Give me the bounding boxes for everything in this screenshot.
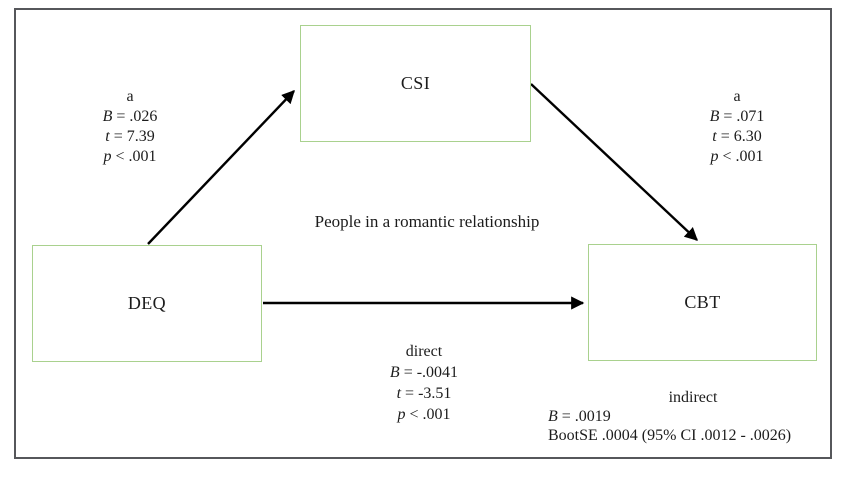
stat-value: = 6.30 [716,128,762,145]
bootstrap-ci-line: BootSE .0004 (95% CI .0012 - .0026) [548,427,792,444]
stat-line: B = .0019 [548,407,838,426]
stat-line: p < .001 [60,147,200,167]
path-label: indirect [668,389,718,406]
stat-line: t = -3.51 [354,383,494,404]
predictor-label: DEQ [127,293,167,313]
stat-symbol: B [102,108,113,125]
stat-line: t = 7.39 [60,127,200,147]
indirect-effect-stats: indirect B = .0019 BootSE .0004 (95% CI … [548,388,838,445]
stat-symbol: t [396,385,402,402]
stat-symbol: p [397,406,406,423]
mediator-label: CSI [400,73,431,93]
path-a-left-stats: a B = .026 t = 7.39 p < .001 [60,87,200,167]
stat-value: = 7.39 [109,128,155,145]
stat-symbol: B [548,408,558,425]
path-a-right-stats: a B = .071 t = 6.30 p < .001 [667,87,807,167]
stat-value: < .001 [111,148,157,165]
stat-symbol: t [105,128,110,145]
stat-value: = -.0041 [399,364,459,381]
stat-symbol: B [389,364,400,381]
stat-line: p < .001 [354,404,494,425]
predictor-box-deq: DEQ [32,245,262,362]
stat-symbol: t [712,128,717,145]
stat-value: < .001 [718,148,764,165]
direct-effect-stats: direct B = -.0041 t = -3.51 p < .001 [354,341,494,425]
stat-value: = .0019 [557,408,611,425]
stat-line: B = .071 [667,107,807,127]
stat-line: B = -.0041 [354,362,494,383]
outcome-label: CBT [684,292,721,312]
stat-line: B = .026 [60,107,200,127]
stat-symbol: B [709,108,720,125]
stat-value: = .026 [112,108,158,125]
outcome-box-cbt: CBT [588,244,817,361]
stat-value: = -3.51 [401,385,452,402]
path-label: a [126,88,134,105]
sample-note: People in a romantic relationship [314,212,540,231]
stat-value: = .071 [719,108,765,125]
stat-symbol: p [710,148,719,165]
path-label: direct [405,343,443,360]
stat-line: p < .001 [667,147,807,167]
stat-line: t = 6.30 [667,127,807,147]
stat-symbol: p [103,148,112,165]
stat-value: < .001 [405,406,451,423]
mediator-box-csi: CSI [300,25,531,142]
path-label: a [733,88,741,105]
